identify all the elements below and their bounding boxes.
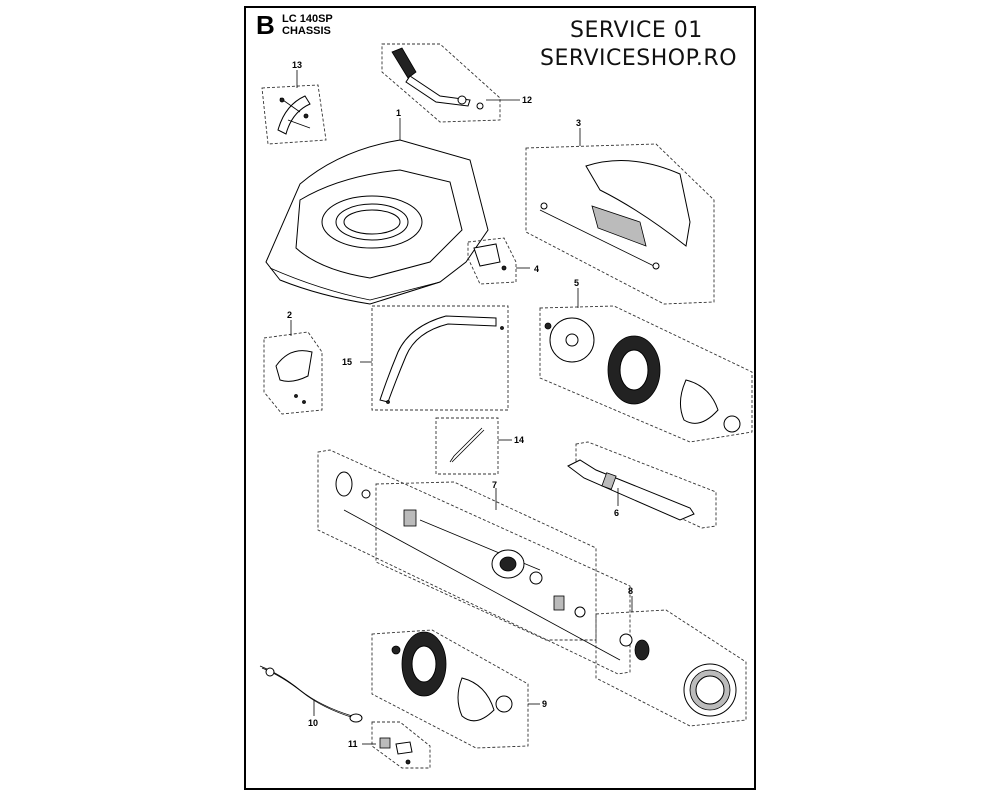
part-6-rear-axle <box>567 441 717 529</box>
callout-6: 6 <box>614 508 619 518</box>
callout-2: 2 <box>287 310 292 320</box>
section-subtitle: CHASSIS <box>282 25 331 37</box>
callout-15: 15 <box>342 357 352 367</box>
part-11-cable-clip <box>362 721 431 769</box>
watermark-line-2: SERVICESHOP.RO <box>540 46 738 71</box>
callout-12: 12 <box>522 95 532 105</box>
callout-8: 8 <box>628 586 633 596</box>
model-title: LC 140SP CHASSIS <box>282 13 333 37</box>
callout-14: 14 <box>514 435 524 445</box>
part-7-transmission <box>375 481 597 641</box>
callout-3: 3 <box>576 118 581 128</box>
model-name: LC 140SP <box>282 13 333 25</box>
part-14-spring <box>435 417 512 475</box>
callout-10: 10 <box>308 718 318 728</box>
callout-1: 1 <box>396 108 401 118</box>
part-4-bracket <box>467 237 530 285</box>
section-letter: B <box>256 10 275 40</box>
part-10-cable <box>259 665 363 723</box>
part-9-wheel <box>371 629 540 749</box>
callout-7: 7 <box>492 480 497 490</box>
part-1-deck <box>265 118 489 305</box>
callout-5: 5 <box>574 278 579 288</box>
watermark-line-1: SERVICE 01 <box>570 18 703 43</box>
callout-11: 11 <box>348 739 358 749</box>
part-5-rear-wheel <box>539 288 753 443</box>
part-3-rear-flap <box>525 128 715 305</box>
part-8-gear-ring <box>595 596 747 727</box>
part-12-lever <box>381 43 520 123</box>
callout-4: 4 <box>534 264 539 274</box>
part-2-emblem <box>263 320 323 415</box>
drive-shaft-left <box>317 449 631 675</box>
callout-9: 9 <box>542 699 547 709</box>
part-15-handle <box>360 305 509 411</box>
part-13-height-adjuster <box>261 70 327 145</box>
callout-13: 13 <box>292 60 302 70</box>
page-frame <box>244 6 756 790</box>
